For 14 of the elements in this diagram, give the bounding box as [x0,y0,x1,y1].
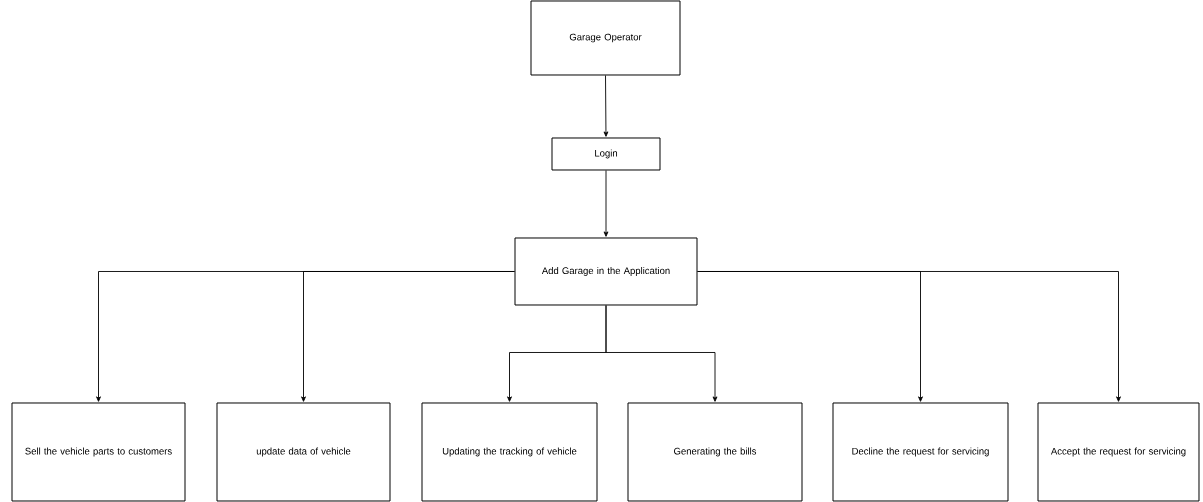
process-box: update data of vehicle [216,402,391,502]
process-box: Decline the request for servicing [832,402,1009,502]
process-box: Add Garage in the Application [514,237,698,306]
arrow [603,75,609,137]
process-box: Generating the bills [627,402,803,502]
process-box: Accept the request for servicing [1037,402,1200,502]
process-box: Sell the vehicle parts to customers [11,402,186,502]
arrow [301,271,515,402]
arrow [605,305,718,402]
process-box: Updating the tracking of vehicle [421,402,598,502]
arrow [697,271,1121,402]
process-box: Login [551,137,661,171]
arrow [603,170,609,237]
process-box: Garage Operator [530,0,681,76]
